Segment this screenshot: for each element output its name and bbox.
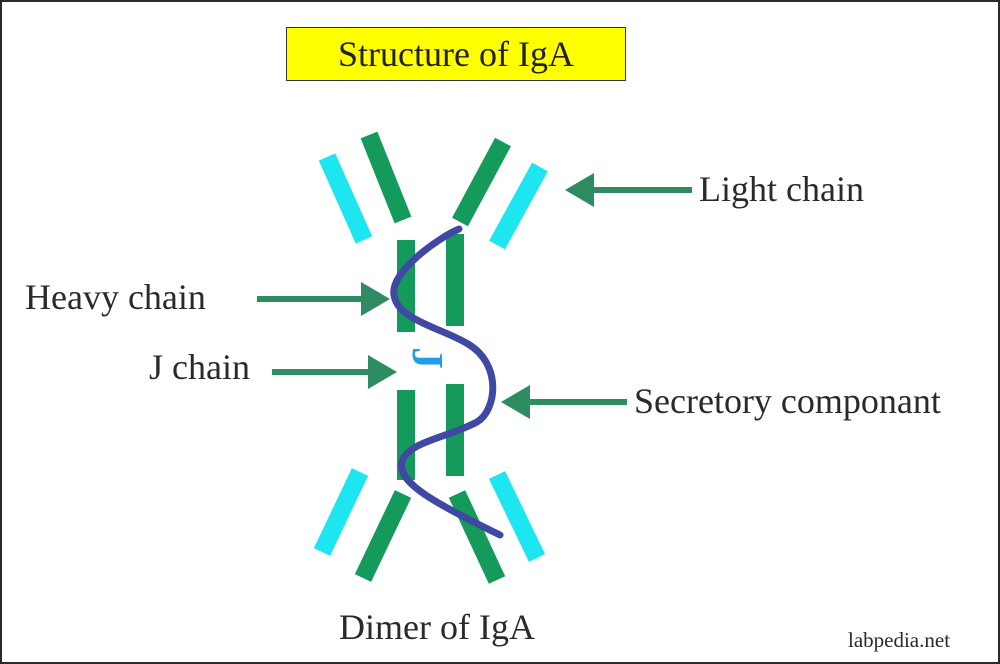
diagram-title: Structure of IgA xyxy=(338,34,574,74)
arrow-secretory-component xyxy=(501,385,627,419)
light-chain-upper-right xyxy=(489,162,548,250)
light-chain-lower-right xyxy=(488,471,546,562)
heavy-chain-lower-left-arm xyxy=(354,490,412,582)
light-chain-label: Light chain xyxy=(699,169,864,209)
heavy-chain-lower-right-arm xyxy=(448,490,506,584)
heavy-chain-upper-left-arm xyxy=(360,131,412,224)
watermark: labpedia.net xyxy=(848,628,951,652)
arrow-heavy-chain xyxy=(257,282,390,316)
arrow-j-chain xyxy=(272,355,397,389)
secretory-component-strand xyxy=(390,225,504,539)
heavy-chain-upper-right-arm xyxy=(452,137,511,227)
light-chain-upper-left xyxy=(318,153,373,244)
j-chain-mark: J xyxy=(403,347,452,369)
diagram-caption: Dimer of IgA xyxy=(339,607,535,647)
light-chain-lower-left xyxy=(313,468,369,556)
secretory-component-label: Secretory componant xyxy=(634,381,941,421)
arrow-light-chain xyxy=(565,173,692,207)
j-chain-label: J chain xyxy=(149,347,250,387)
title-box: Structure of IgA xyxy=(286,27,626,81)
heavy-chain-label: Heavy chain xyxy=(25,277,206,317)
